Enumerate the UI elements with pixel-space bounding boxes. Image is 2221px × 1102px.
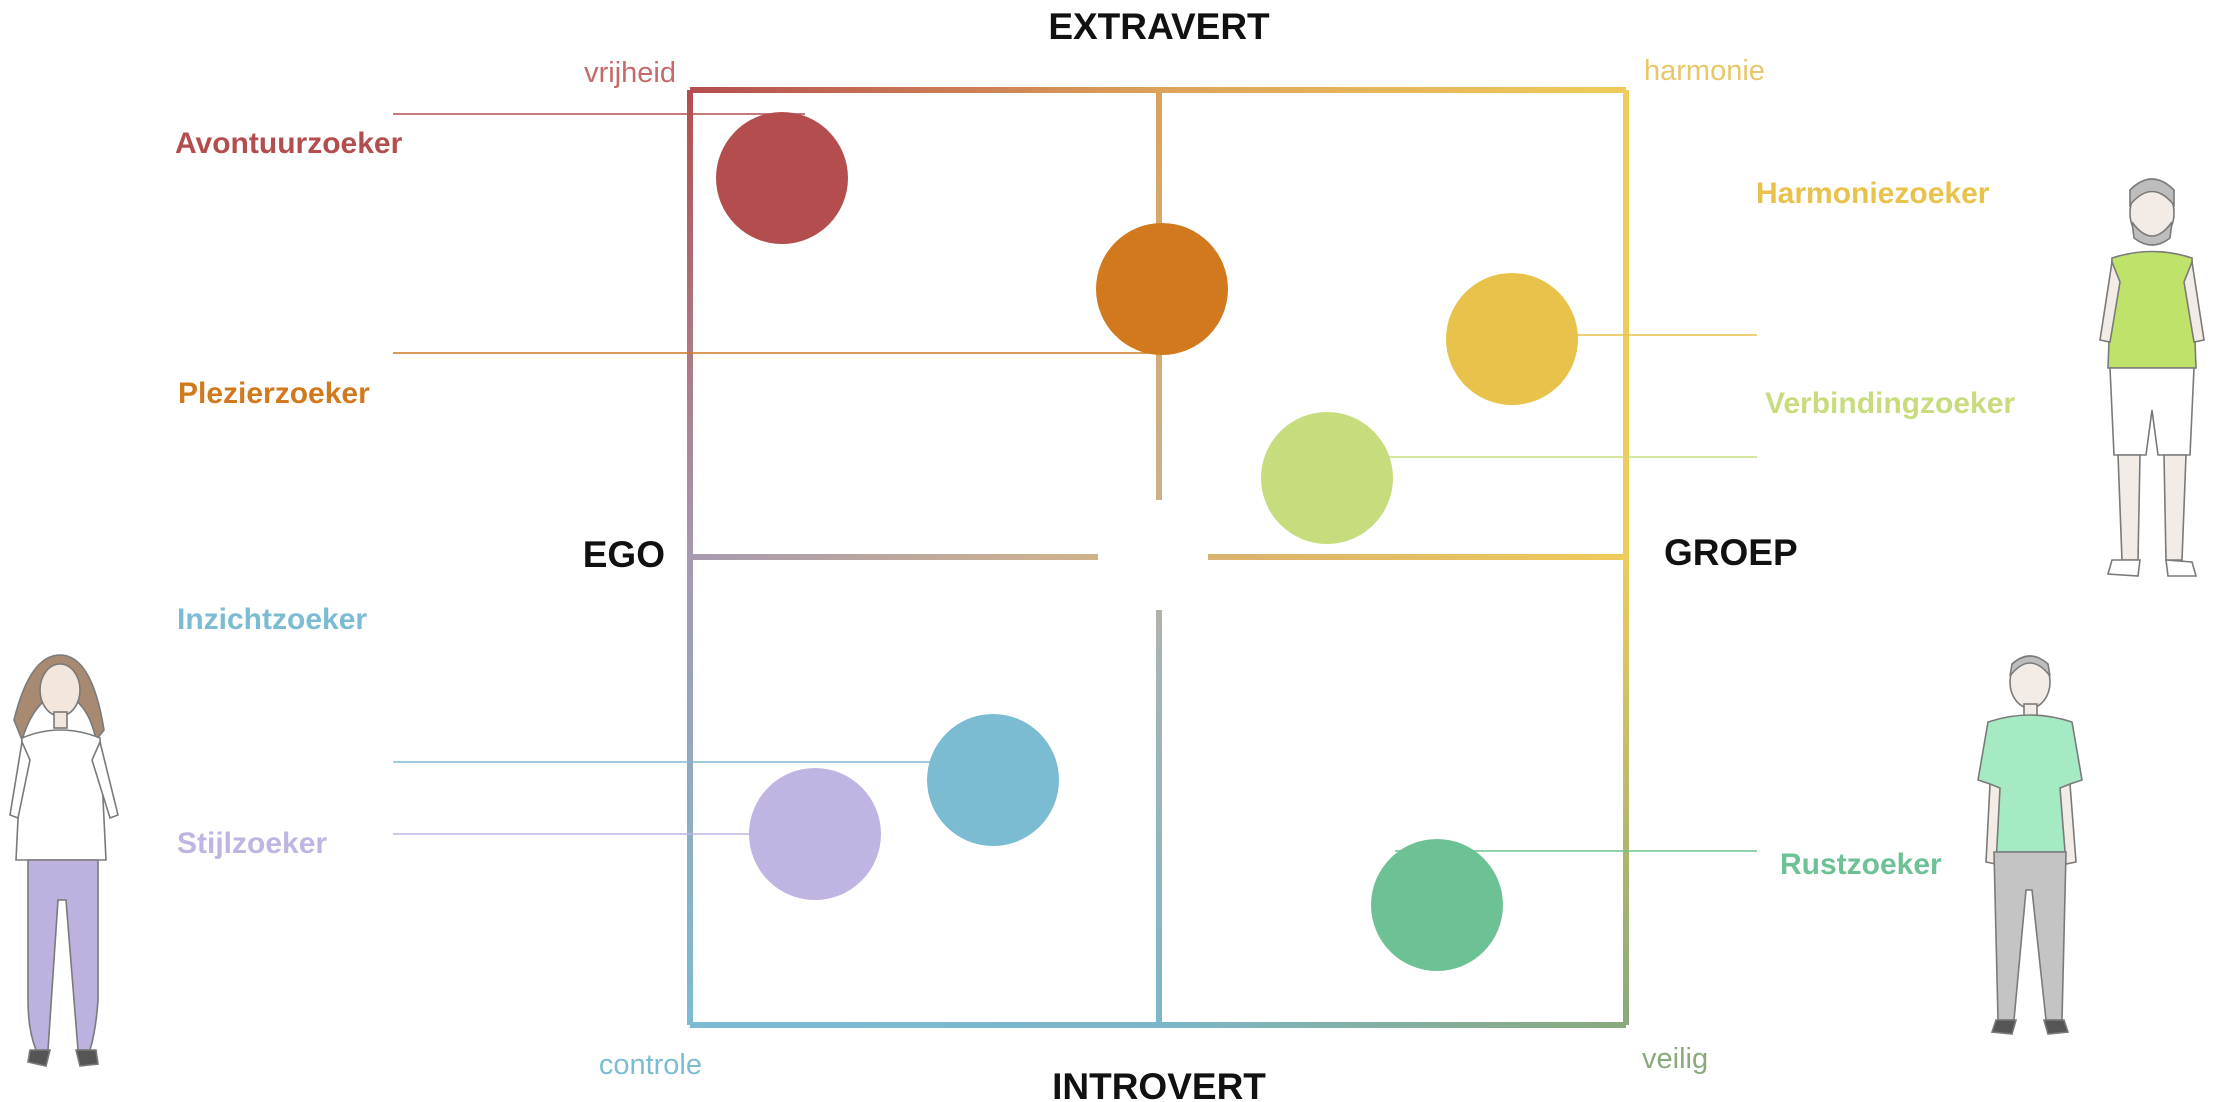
segment-label-rustzoeker: Rustzoeker [1780,848,1942,881]
segment-label-plezierzoeker: Plezierzoeker [178,377,370,410]
older-man-illustration [1977,655,2083,1035]
circle-plezierzoeker[interactable] [1096,223,1228,355]
connector-lines [393,113,1757,852]
segment-label-harmoniezoeker: Harmoniezoeker [1756,177,1990,210]
circle-rustzoeker[interactable] [1371,839,1503,971]
circle-stijlzoeker[interactable] [749,768,881,900]
axis-label-top: EXTRAVERT [1048,6,1270,47]
axis-label-right: GROEP [1664,532,1798,573]
segment-label-verbindingzoeker: Verbindingzoeker [1765,387,2015,420]
woman-illustration [9,654,119,1067]
bearded-man-illustration [2099,178,2205,577]
axis-label-left: EGO [583,534,665,575]
segment-label-avontuurzoeker: Avontuurzoeker [175,127,403,160]
corner-label-bottom-left: controle [599,1049,702,1081]
axis-label-bottom: INTROVERT [1052,1066,1266,1102]
corner-label-top-right: harmonie [1644,55,1765,87]
circle-verbindingzoeker[interactable] [1261,412,1393,544]
corner-label-bottom-right: veilig [1642,1043,1708,1075]
segment-circles [716,112,1578,971]
circle-inzichtzoeker[interactable] [927,714,1059,846]
circle-avontuurzoeker[interactable] [716,112,848,244]
circle-harmoniezoeker[interactable] [1446,273,1578,405]
segment-label-stijlzoeker: Stijlzoeker [177,827,327,860]
corner-label-top-left: vrijheid [584,57,676,89]
segment-label-inzichtzoeker: Inzichtzoeker [177,603,367,636]
